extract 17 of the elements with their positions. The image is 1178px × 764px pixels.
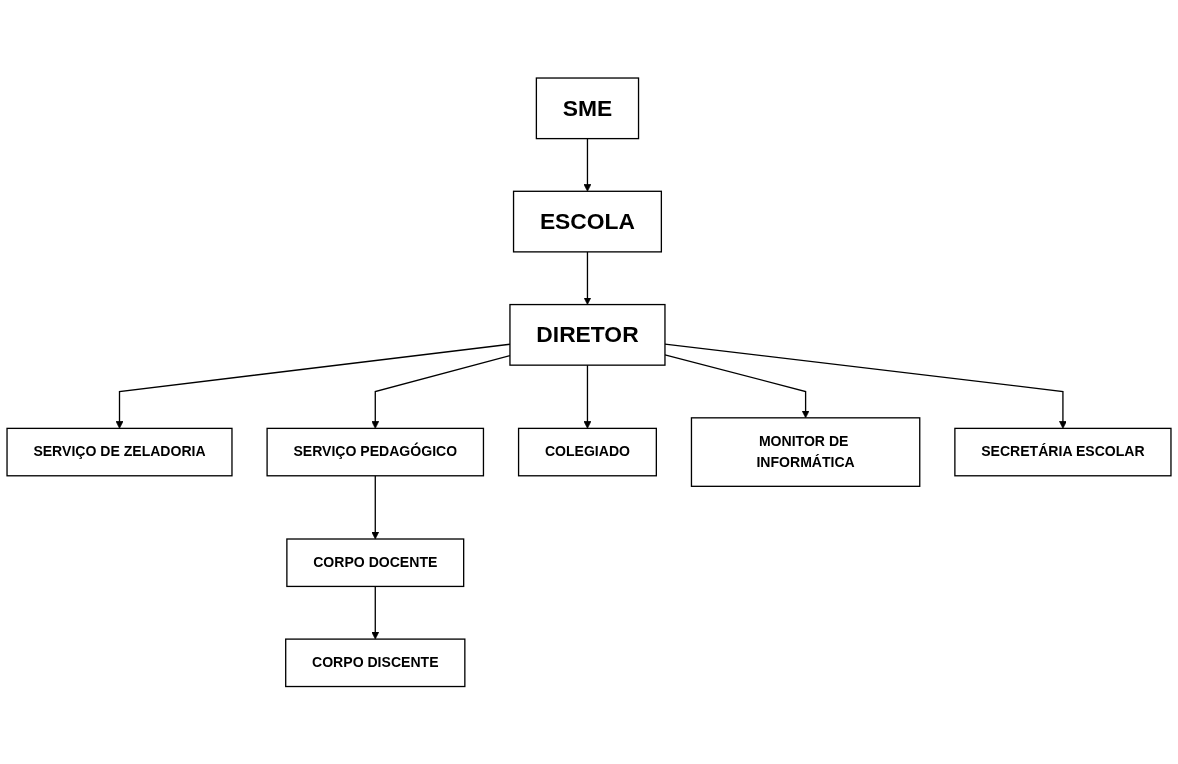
node-box: SME (535, 77, 640, 139)
node-box: CORPO DOCENTE (286, 538, 465, 587)
node-box: DIRETOR (509, 303, 666, 366)
arrow (664, 354, 810, 418)
arrow (371, 585, 380, 640)
arrow (583, 137, 592, 192)
node-box: SERVIÇO PEDAGÓGICO (266, 427, 485, 477)
node-box: MONITOR DE INFORMÁTICA (690, 416, 921, 487)
arrow (583, 250, 592, 305)
arrow (664, 343, 1067, 429)
node-box: CORPO DISCENTE (285, 638, 466, 687)
node-box: COLEGIADO (517, 427, 657, 477)
arrow (583, 364, 592, 429)
arrow (371, 474, 380, 540)
node-box: SECRETÁRIA ESCOLAR (954, 427, 1172, 477)
node-box: ESCOLA (512, 190, 662, 253)
node-box: SERVIÇO DE ZELADORIA (6, 427, 233, 477)
